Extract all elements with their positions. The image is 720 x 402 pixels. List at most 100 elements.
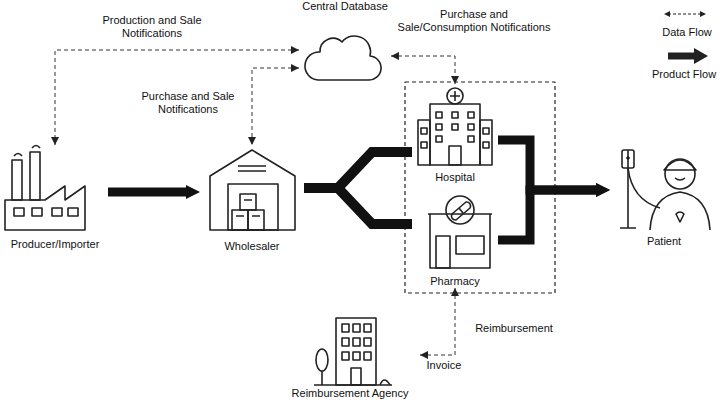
hospital-icon-part: [468, 112, 474, 118]
hospital-icon-part: [421, 128, 427, 134]
patient-icon-part: [620, 150, 636, 228]
patient-node: Patient: [610, 140, 718, 248]
agency-building-icon-part: [353, 338, 360, 346]
hospital-icon-part: [468, 124, 474, 130]
node-label: Reimbursement Agency: [292, 387, 409, 400]
agency-building-icon-part: [353, 352, 360, 360]
product-flow-connector: [108, 188, 186, 197]
pharmacy-node: Pharmacy: [412, 190, 498, 288]
hospital-node: Hospital: [412, 84, 498, 184]
warehouse-icon: [210, 150, 295, 230]
hospital-icon-part: [483, 128, 489, 134]
factory-icon-part: [14, 146, 40, 157]
warehouse-icon-part: [248, 210, 264, 230]
agency-building-icon-part: [316, 349, 328, 371]
hospital-icon-part: [421, 142, 427, 148]
warehouse-icon-part: [210, 150, 295, 230]
data-flow-connector: [252, 68, 299, 145]
pharmacy-icon-part: [446, 196, 474, 224]
hospital-icon-part: [436, 136, 442, 142]
patient-icon-part: [626, 156, 630, 160]
flow-label: Purchase and Sale Notifications: [130, 90, 246, 116]
patient-icon-part: [665, 159, 695, 189]
patient-icon-part: [628, 168, 660, 208]
producer-node: Producer/Importer: [2, 145, 108, 251]
factory-icon-part: [30, 152, 40, 200]
legend-samples-part: [664, 11, 706, 17]
cloud-icon: [305, 36, 381, 80]
hospital-icon-part: [449, 146, 461, 165]
legend-label: Product Flow: [646, 68, 720, 81]
hospital-icon: [418, 88, 492, 165]
node-label: Wholesaler: [224, 240, 279, 253]
product-flow-connector: [498, 190, 596, 240]
agency-building-icon-part: [342, 338, 349, 346]
patient-icon: [620, 150, 710, 230]
factory-icon-part: [5, 186, 85, 230]
product-flow-connector: [304, 152, 412, 188]
node-label: Patient: [647, 235, 681, 248]
flow-label: Invoice: [417, 359, 471, 372]
legend-label: Data Flow: [652, 26, 720, 39]
data-flow-connector: [55, 50, 299, 145]
agency-building-icon-part: [364, 338, 371, 346]
agency-building-icon-part: [336, 318, 376, 385]
warehouse-icon-part: [228, 184, 278, 230]
warehouse-icon-part: [236, 200, 260, 216]
node-label: Central Database: [302, 0, 388, 13]
factory-icon-part: [68, 208, 78, 216]
hospital-icon-part: [452, 112, 458, 118]
wholesaler-node: Wholesaler: [200, 145, 304, 253]
hospital-icon-part: [483, 142, 489, 148]
hospital-icon-part: [447, 88, 463, 104]
agency-building-icon-part: [353, 324, 360, 332]
pharmacy-icon-part: [436, 236, 450, 268]
node-label: Hospital: [435, 171, 475, 184]
warehouse-icon-part: [238, 166, 266, 171]
hospital-icon-part: [436, 112, 442, 118]
agency-building-icon-part: [351, 368, 361, 385]
product-flow-connector: [304, 188, 412, 224]
agency-building-icon-part: [364, 324, 371, 332]
flow-label: Purchase and Sale/Consumption Notificati…: [392, 8, 556, 34]
factory-icon-part: [12, 160, 22, 200]
factory-icon-part: [14, 208, 24, 216]
factory-icon: [5, 146, 85, 231]
agency-node: Reimbursement Agency: [280, 312, 420, 400]
data-flow-connector: [391, 56, 455, 84]
patient-icon-part: [622, 150, 634, 168]
hospital-icon-part: [480, 120, 492, 165]
agency-building-icon-part: [364, 352, 371, 360]
legend-samples-part: [668, 53, 696, 60]
flow-label: Production and Sale Notifications: [80, 14, 224, 40]
warehouse-icon-part: [240, 194, 256, 210]
pharmacy-icon-part: [456, 236, 484, 254]
cloud-icon-part: [305, 36, 381, 80]
patient-icon-part: [664, 160, 696, 170]
pharmacy-icon-part: [428, 214, 492, 268]
illustration-layer-part: [5, 11, 710, 385]
hospital-icon-part: [452, 124, 458, 130]
agency-building-icon-part: [342, 352, 349, 360]
legend-samples-part: [694, 48, 708, 64]
hospital-icon-part: [418, 120, 430, 165]
agency-building-icon-part: [314, 371, 392, 385]
hospital-icon-part: [430, 104, 480, 165]
connector-group: [55, 50, 596, 355]
database-node: Central Database: [299, 0, 391, 86]
agency-building-icon-part: [380, 380, 390, 385]
agency-building-icon: [314, 318, 392, 385]
hospital-icon-part: [450, 91, 460, 101]
agency-building-icon-part: [342, 324, 349, 332]
factory-icon-part: [52, 208, 62, 216]
patient-icon-part: [675, 178, 685, 180]
pharmacy-icon-part: [451, 202, 470, 220]
flow-label: Reimbursement: [469, 322, 559, 335]
node-label: Pharmacy: [430, 275, 480, 288]
warehouse-icon-part: [232, 210, 248, 230]
legend-samples-part: [668, 14, 702, 15]
hospital-icon-part: [468, 136, 474, 142]
